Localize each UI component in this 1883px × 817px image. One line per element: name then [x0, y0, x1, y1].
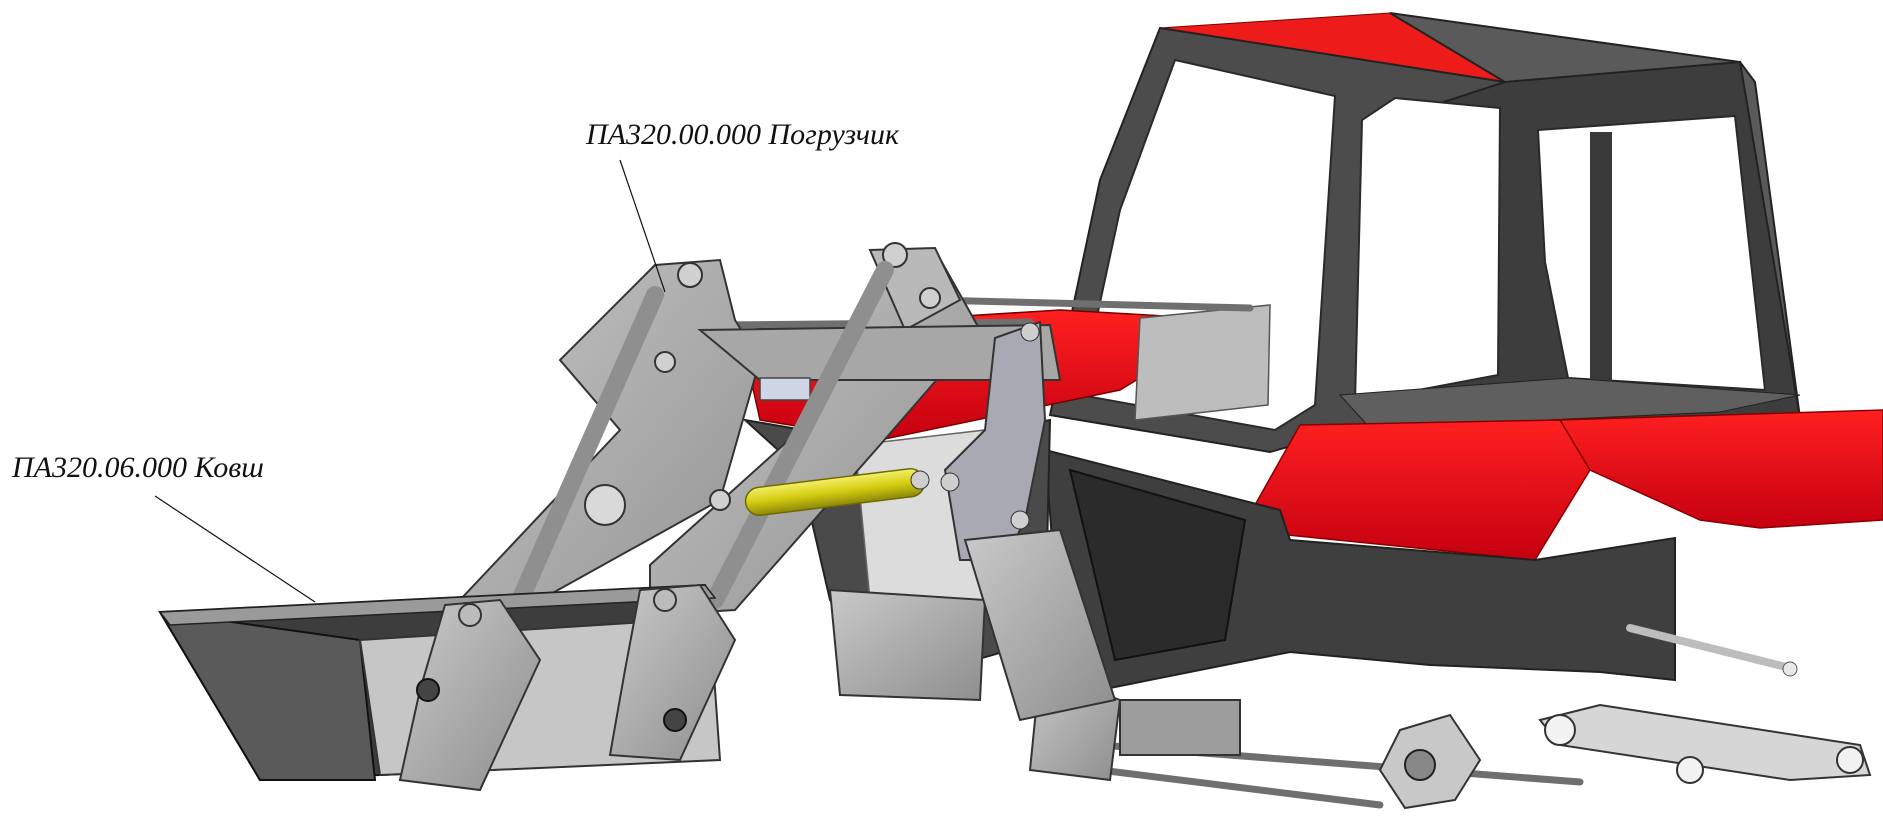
mounting-post: [963, 528, 1117, 722]
pivot-pin: [663, 708, 687, 732]
pivot-pin: [653, 588, 677, 612]
pivot-pin: [882, 242, 908, 268]
rear-link-arm: [1538, 703, 1872, 782]
loader-assembly-label: ПА320.00.000 Погрузчик: [586, 118, 900, 151]
leader-line-bucket: [154, 495, 316, 603]
bucket-cylinder-right: [706, 261, 894, 609]
cab-red-fender-right: [1558, 409, 1883, 529]
cab-axle-nut: [1782, 661, 1798, 677]
linkage-right: [608, 583, 737, 762]
rear-link-eye: [1676, 756, 1704, 784]
bucket-assembly-label: ПА320.06.000 Ковш: [12, 451, 264, 484]
leader-line-loader: [619, 159, 666, 293]
cab-side-window-rear: [1536, 114, 1767, 392]
pivot-pin: [1020, 322, 1040, 342]
boom-hole: [584, 484, 626, 526]
pivot-pin: [654, 351, 676, 373]
pivot-pin: [709, 489, 731, 511]
support-bracket-left: [828, 588, 987, 702]
leader-lines: [154, 159, 666, 603]
boom-left-crossplate: [697, 323, 1062, 381]
pivot-pin: [677, 262, 703, 288]
cab-axle-rod: [1626, 624, 1794, 672]
support-bracket-block: [1119, 699, 1241, 756]
cab-lower-door-panel: [1068, 468, 1247, 662]
lift-cylinder: [744, 467, 930, 517]
pivot-pin: [940, 472, 960, 492]
upper-tie-rod-2: [926, 296, 1254, 312]
bucket-side-plate: [158, 610, 377, 781]
bucket-cylinder-left: [511, 286, 664, 609]
lower-tie-rod-2: [1096, 766, 1384, 809]
hood-grey-panel: [1134, 304, 1271, 421]
pivot-pin: [1010, 510, 1030, 530]
boom-nameplate: [759, 377, 811, 401]
bucket-cylinders: [511, 261, 894, 609]
cab-pillar: [1590, 132, 1612, 382]
pivot-pin: [910, 470, 930, 490]
rear-link-eye: [1836, 746, 1864, 774]
axle-hub: [1404, 749, 1436, 781]
cab-floor-ledge: [1338, 377, 1801, 429]
bucket-linkage: [398, 583, 737, 792]
rear-axle-parts: [1378, 703, 1872, 810]
pivot-pin: [919, 287, 941, 309]
bucket-lip: [158, 584, 717, 626]
rear-link-eye: [1544, 714, 1576, 746]
cab-side-window-front: [1353, 96, 1502, 404]
pivot-pin: [416, 678, 440, 702]
pivot-pin: [458, 603, 482, 627]
mounting-plate: [940, 320, 1117, 722]
cab-red-fender-left: [1254, 419, 1591, 561]
